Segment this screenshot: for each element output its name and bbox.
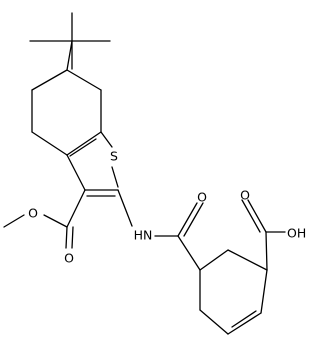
bond: [31, 69, 68, 91]
bond: [177, 235, 201, 271]
bond: [3, 214, 25, 228]
tert-butyl-group: [29, 12, 111, 71]
bond: [65, 226, 68, 249]
amide-oxygen-label: O: [197, 190, 207, 205]
bond: [71, 226, 74, 249]
cyclohexene-ring: [177, 235, 268, 335]
carboxylic-acid-group: [241, 199, 286, 271]
amide-nitrogen-label: HN: [134, 228, 153, 243]
bond: [241, 199, 261, 233]
bond: [66, 69, 102, 91]
bond: [66, 40, 73, 71]
bond: [199, 249, 229, 271]
bond: [247, 199, 267, 233]
ester-ether-oxygen-label: O: [28, 206, 38, 221]
bond: [227, 312, 262, 335]
bond: [43, 214, 68, 228]
bond: [66, 131, 102, 156]
bond: [177, 202, 198, 237]
amide-group: [117, 189, 204, 237]
bond: [66, 189, 86, 228]
bond: [227, 249, 268, 271]
bond: [100, 131, 113, 148]
thiophene-ring: [66, 131, 119, 197]
methyl-ester-group: [3, 189, 86, 249]
bond: [66, 154, 86, 191]
sulfur-atom-label: S: [110, 149, 118, 164]
bond: [265, 231, 268, 271]
bond: [117, 189, 133, 227]
bond: [31, 131, 68, 156]
bond: [69, 138, 97, 157]
ester-carbonyl-oxygen-label: O: [64, 251, 74, 266]
fused-cyclohexane-ring: [31, 69, 102, 156]
bond: [231, 310, 257, 328]
bond: [199, 309, 229, 335]
acid-hydroxyl-label: OH: [287, 226, 306, 241]
bond: [183, 202, 204, 237]
bond: [111, 166, 119, 188]
acid-carbonyl-oxygen-label: O: [240, 188, 250, 203]
bond: [260, 269, 268, 314]
